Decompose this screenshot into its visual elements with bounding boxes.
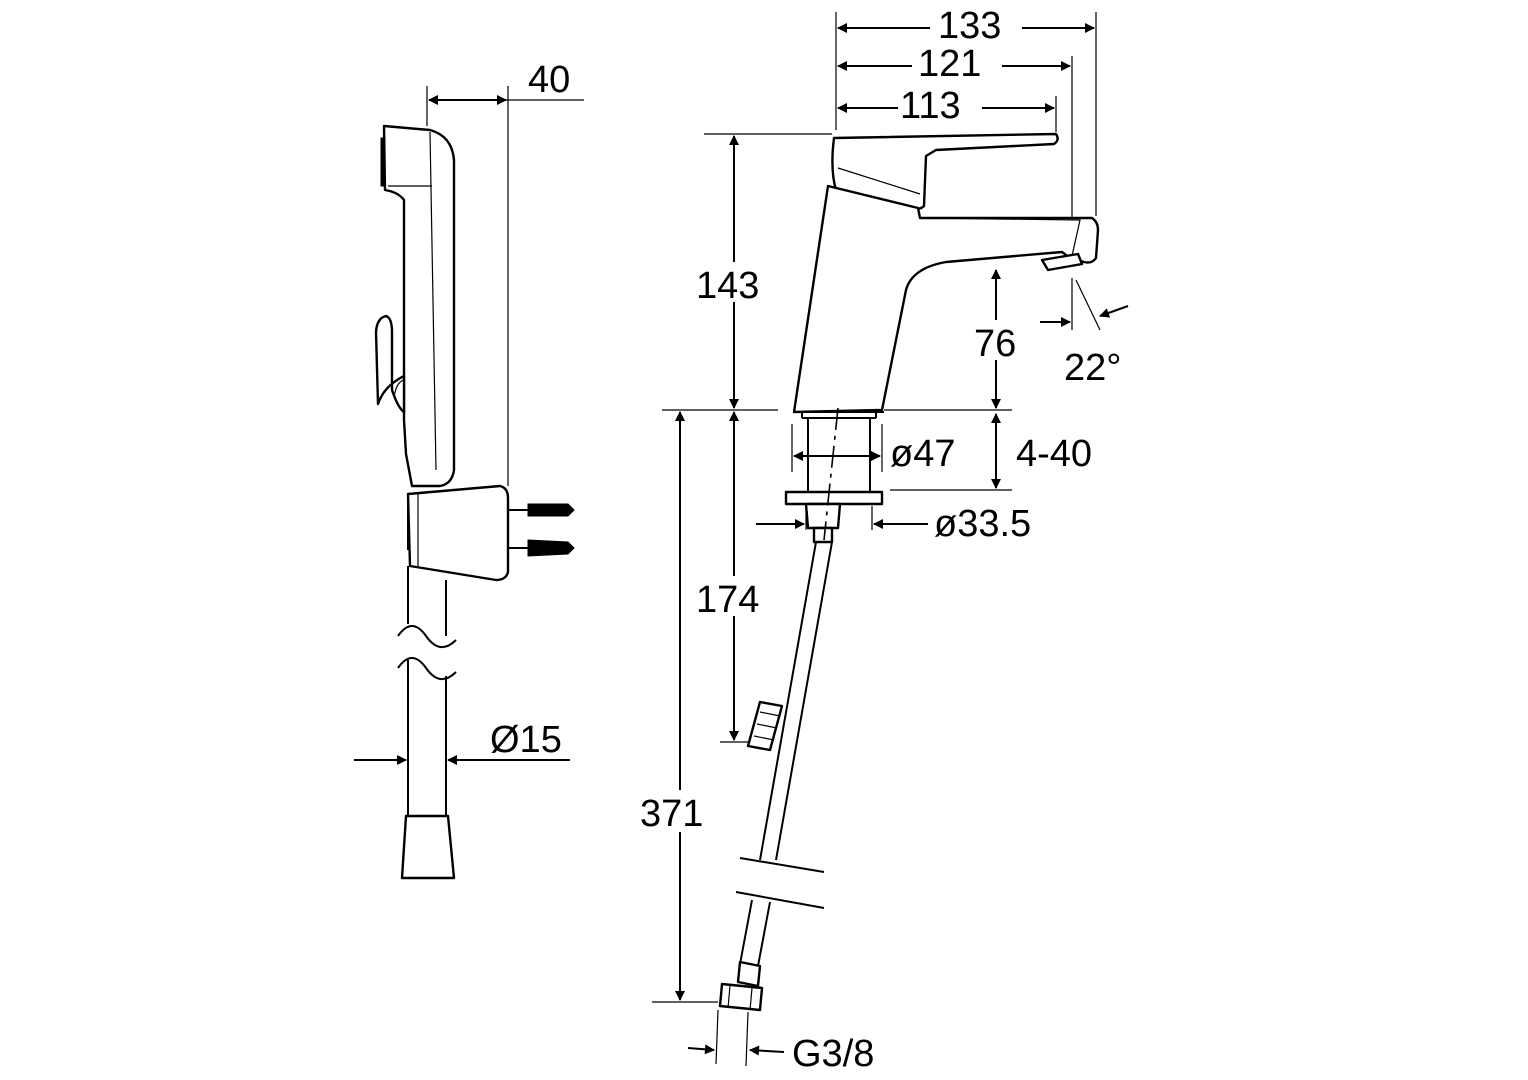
- dim-spray-angle-label: 22°: [1064, 347, 1121, 389]
- dim-height-total: 143: [662, 133, 832, 411]
- dim-hole-diameter: ø47: [791, 424, 955, 475]
- dim-height-total-label: 143: [696, 265, 759, 307]
- dim-thread: G3/8: [687, 1009, 874, 1075]
- hose-connector: [812, 526, 834, 544]
- dim-spray-angle: 22°: [1040, 278, 1129, 389]
- dim-hose-length-label: 371: [640, 793, 703, 835]
- aerator: [1040, 252, 1084, 272]
- dim-hole-diameter-label: ø47: [890, 433, 955, 475]
- dim-width-lever-label: 113: [900, 85, 961, 127]
- dim-width-spout-label: 121: [918, 43, 981, 85]
- dim-width-overall-label: 133: [938, 5, 1001, 47]
- dim-side-width-label: 40: [528, 59, 570, 101]
- dim-thread-label: G3/8: [792, 1033, 874, 1075]
- dim-shank-diameter: ø33.5: [756, 503, 1031, 545]
- mounting-nut: [804, 502, 842, 530]
- dim-shank-diameter-label: ø33.5: [934, 503, 1031, 545]
- faucet-side-view: 133 121 113 143 76: [640, 5, 1129, 1075]
- trigger-lever: [374, 314, 406, 414]
- dim-shank-length-label: 174: [696, 579, 759, 621]
- dim-hose-length: 371: [640, 411, 718, 1003]
- spray-face: [380, 137, 386, 187]
- dim-width-lever: 113: [837, 85, 1057, 132]
- dim-hose-diameter-label: Ø15: [490, 719, 562, 761]
- hand-shower-side-view: 40 Ø15: [354, 59, 584, 880]
- shower-head: [382, 124, 456, 488]
- dim-hose-diameter: Ø15: [354, 719, 570, 765]
- dim-width-spout: 121: [837, 43, 1073, 218]
- wall-screws: [508, 503, 575, 557]
- hose-nut: [400, 814, 456, 880]
- shower-hose: [397, 566, 457, 880]
- supply-hose: [718, 541, 833, 1012]
- dim-height-spout-label: 76: [974, 323, 1016, 365]
- dim-height-spout: 76: [884, 269, 1028, 411]
- dim-counter-thickness-label: 4-40: [1016, 433, 1092, 475]
- wall-holder: [406, 484, 510, 582]
- dim-counter-thickness: 4-40: [890, 413, 1092, 491]
- dim-shank-length: 174: [696, 411, 772, 743]
- g38-nut: [718, 982, 764, 1012]
- mounting-washer: [784, 490, 884, 506]
- dim-width-overall: 133: [835, 5, 1097, 216]
- faucet-body: [792, 184, 1100, 414]
- faucet-lever: [831, 132, 1059, 210]
- dim-side-width: 40: [426, 59, 584, 486]
